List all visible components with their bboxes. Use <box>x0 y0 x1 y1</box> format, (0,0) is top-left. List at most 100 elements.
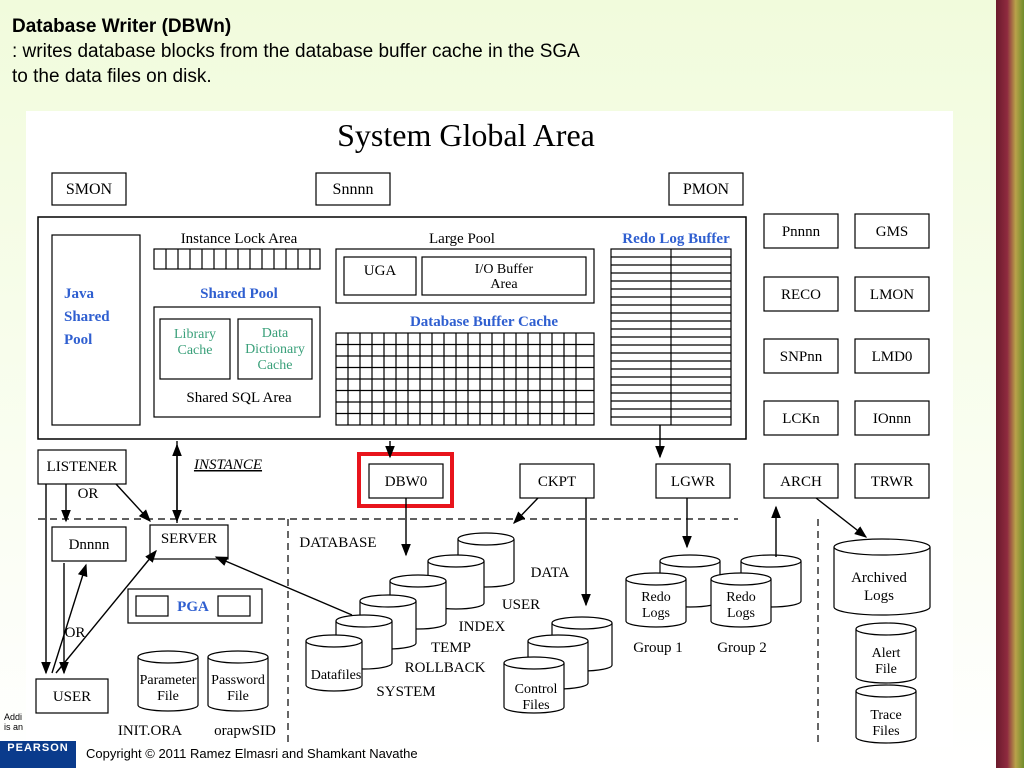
side-note: Addi is an <box>4 712 24 732</box>
pmon-box: PMON <box>668 172 744 206</box>
svg-text:LISTENER: LISTENER <box>47 459 118 475</box>
svg-text:I/O Buffer: I/O Buffer <box>475 262 534 277</box>
svg-text:PGA: PGA <box>177 599 209 615</box>
svg-text:File: File <box>875 662 897 677</box>
archived-logs-cylinder: Archived Logs <box>833 538 931 616</box>
database-label: DATABASE <box>299 535 376 551</box>
svg-text:Logs: Logs <box>642 606 670 621</box>
shared-pool-box: Library Cache Data Dictionary Cache Shar… <box>153 306 321 418</box>
svg-text:Dnnnn: Dnnnn <box>69 537 110 553</box>
parameter-file-cylinder: Parameter File <box>137 650 199 712</box>
svg-text:Snnnn: Snnnn <box>333 181 374 198</box>
lgwr-box: LGWR <box>655 463 731 499</box>
svg-text:Redo: Redo <box>641 590 671 605</box>
svg-text:Parameter: Parameter <box>140 673 197 688</box>
large-pool-label: Large Pool <box>429 231 495 247</box>
init-ora-label: INIT.ORA <box>118 723 182 739</box>
password-file-cylinder: Password File <box>207 650 269 712</box>
copyright-footer: Copyright © 2011 Ramez Elmasri and Shamk… <box>86 746 418 761</box>
redo-logs-group2-cylinder: Redo Logs <box>710 572 772 628</box>
svg-text:GMS: GMS <box>876 224 909 240</box>
instance-lock-area-label: Instance Lock Area <box>181 231 298 247</box>
library-cache-box <box>159 318 231 380</box>
sga-box <box>37 216 747 440</box>
svg-text:USER: USER <box>53 689 91 705</box>
sga-title: System Global Area <box>337 117 595 153</box>
slide-title: Database Writer (DBWn) <box>12 16 232 37</box>
svg-text:Data: Data <box>262 326 289 341</box>
pga-box: PGA <box>127 588 263 624</box>
lckn-box: LCKn <box>763 400 839 436</box>
instance-label: INSTANCE <box>193 457 262 473</box>
pearson-logo: PEARSON <box>0 741 76 768</box>
slide-line-2: to the data files on disk. <box>12 66 212 87</box>
decorative-stripe <box>996 0 1024 768</box>
svg-text:LGWR: LGWR <box>671 474 715 490</box>
svg-text:IOnnn: IOnnn <box>873 411 912 427</box>
svg-text:LCKn: LCKn <box>782 411 820 427</box>
java-pool-box: Java Shared Pool <box>51 234 141 426</box>
svg-text:SNPnn: SNPnn <box>780 349 823 365</box>
svg-text:DBW0: DBW0 <box>385 474 428 490</box>
snpnn-box: SNPnn <box>763 338 839 374</box>
svg-text:Alert: Alert <box>872 646 901 661</box>
orapwsid-label: orapwSID <box>214 723 276 739</box>
trace-files-cylinder: Trace Files <box>855 684 917 744</box>
server-box: SERVER <box>149 524 229 560</box>
or-label-1: OR <box>78 486 99 502</box>
temp-label: TEMP <box>431 640 471 656</box>
group2-label: Group 2 <box>717 640 767 656</box>
svg-text:Pnnnn: Pnnnn <box>782 224 821 240</box>
uga-box <box>343 256 417 296</box>
redo-logs-group1-cylinder: Redo Logs <box>625 572 687 628</box>
svg-text:Cache: Cache <box>258 358 293 373</box>
datafiles-cylinder: Datafiles <box>305 634 363 692</box>
listener-box: LISTENER <box>37 449 127 485</box>
lmd0-box: LMD0 <box>854 338 930 374</box>
shared-pool-label: Shared Pool <box>200 286 278 302</box>
svg-text:Archived: Archived <box>851 570 907 586</box>
svg-text:LMD0: LMD0 <box>872 349 913 365</box>
svg-text:Redo: Redo <box>726 590 756 605</box>
arch-box: ARCH <box>763 463 839 499</box>
svg-text:RECO: RECO <box>781 287 821 303</box>
svg-text:SMON: SMON <box>66 181 113 198</box>
svg-text:Password: Password <box>211 673 265 688</box>
system-label: SYSTEM <box>376 684 435 700</box>
user-label: USER <box>502 597 540 613</box>
database-boundary <box>38 518 819 747</box>
lmon-box: LMON <box>854 276 930 312</box>
svg-text:TRWR: TRWR <box>871 474 914 490</box>
svg-text:Java: Java <box>64 286 95 302</box>
svg-text:LMON: LMON <box>870 287 914 303</box>
trwr-box: TRWR <box>854 463 930 499</box>
gms-box: GMS <box>854 213 930 249</box>
svg-text:Datafiles: Datafiles <box>311 668 362 683</box>
svg-text:Logs: Logs <box>864 588 894 604</box>
svg-text:Files: Files <box>522 698 549 713</box>
io-buffer-area-box <box>421 256 587 296</box>
redo-log-buffer-grid <box>610 248 732 426</box>
svg-text:File: File <box>157 689 179 704</box>
pnnnn-box: Pnnnn <box>763 213 839 249</box>
slide-heading: Database Writer (DBWn) : writes database… <box>12 14 732 89</box>
svg-text:Dictionary: Dictionary <box>245 342 305 357</box>
index-label: INDEX <box>459 619 506 635</box>
svg-text:SERVER: SERVER <box>161 531 217 547</box>
svg-text:File: File <box>227 689 249 704</box>
redo-log-buffer-label: Redo Log Buffer <box>622 231 730 247</box>
iomnn-box: IOnnn <box>854 400 930 436</box>
reco-box: RECO <box>763 276 839 312</box>
database-buffer-cache-label: Database Buffer Cache <box>410 314 558 330</box>
connector-arrows <box>41 425 868 675</box>
data-dictionary-cache-box <box>237 318 313 380</box>
svg-text:Control: Control <box>515 682 558 697</box>
svg-text:Shared SQL Area: Shared SQL Area <box>186 390 292 406</box>
svg-text:Logs: Logs <box>727 606 755 621</box>
alert-file-cylinder: Alert File <box>855 622 917 684</box>
control-files-cylinder: Control Files <box>503 656 565 714</box>
ckpt-box: CKPT <box>519 463 595 499</box>
svg-text:UGA: UGA <box>364 263 397 279</box>
instance-lock-area-cells <box>153 248 321 270</box>
oracle-architecture-diagram: System Global Area SMON Snnnn PMON Java … <box>26 111 953 747</box>
